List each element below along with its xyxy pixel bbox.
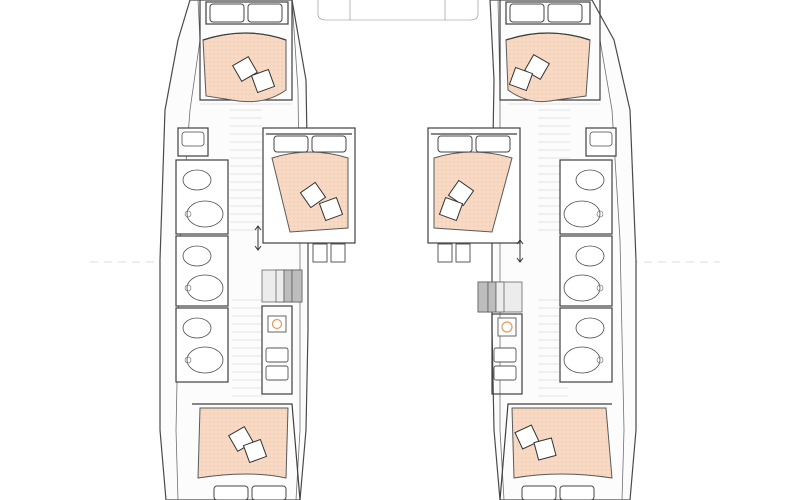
- washer-icon: [265, 365, 289, 381]
- sink-icon: [181, 131, 205, 147]
- shower-icon: [563, 346, 601, 374]
- forward-bridge-sketch: [317, 0, 479, 21]
- pillow-icon: [251, 485, 287, 500]
- pillow-icon: [533, 437, 557, 461]
- port-galley: [254, 225, 303, 395]
- pillow-icon: [250, 68, 276, 94]
- pillow-icon: [318, 196, 344, 222]
- pillow-icon: [547, 3, 583, 23]
- bed-icon: [505, 32, 591, 103]
- toilet-icon: [182, 245, 212, 267]
- sink-icon: [437, 243, 453, 263]
- pillow-icon: [209, 3, 245, 23]
- port-forward-cabin: [199, 0, 293, 103]
- pillow-icon: [475, 135, 511, 153]
- pillow-icon: [437, 135, 473, 153]
- sink-icon: [455, 243, 471, 263]
- starboard-hull: [427, 0, 637, 500]
- port-corridor-planking: [200, 99, 292, 397]
- stairs-icon: [477, 281, 523, 313]
- washer-icon: [265, 347, 289, 363]
- sink-icon: [312, 243, 328, 263]
- pillow-icon: [447, 179, 475, 207]
- pillow-icon: [311, 135, 347, 153]
- sink-icon: [589, 131, 613, 147]
- shower-icon: [186, 274, 224, 302]
- toilet-icon: [575, 169, 605, 191]
- toilet-icon: [575, 317, 605, 339]
- pillow-icon: [559, 485, 595, 500]
- port-heads: [175, 127, 229, 383]
- shower-icon: [563, 274, 601, 302]
- pillow-icon: [521, 485, 557, 500]
- starboard-aft-cabin: [499, 403, 613, 500]
- port-aft-cabin: [192, 403, 301, 500]
- starboard-heads: [559, 127, 617, 383]
- starboard-galley: [477, 239, 524, 395]
- washer-icon: [493, 347, 517, 363]
- stairs-icon: [261, 269, 303, 303]
- starboard-forward-cabin: [499, 0, 601, 103]
- port-hull: [159, 0, 356, 500]
- pillow-icon: [242, 438, 268, 464]
- pillow-icon: [508, 66, 534, 92]
- pillow-icon: [438, 196, 464, 222]
- pillow-icon: [509, 3, 545, 23]
- bed-icon: [511, 407, 613, 479]
- cooktop-icon: [267, 315, 287, 333]
- toilet-icon: [182, 169, 212, 191]
- pillow-icon: [273, 135, 309, 153]
- pillow-icon: [514, 424, 540, 450]
- shower-icon: [186, 346, 224, 374]
- washer-icon: [493, 365, 517, 381]
- toilet-icon: [182, 317, 212, 339]
- pillow-icon: [213, 485, 249, 500]
- toilet-icon: [575, 245, 605, 267]
- cooktop-icon: [497, 317, 517, 337]
- shower-icon: [186, 200, 224, 228]
- sink-icon: [330, 243, 346, 263]
- pillow-icon: [247, 3, 283, 23]
- starboard-middle-cabin: [427, 127, 521, 263]
- port-middle-cabin: [262, 127, 356, 263]
- pillow-icon: [299, 181, 327, 209]
- shower-icon: [563, 200, 601, 228]
- pillow-icon: [232, 56, 258, 82]
